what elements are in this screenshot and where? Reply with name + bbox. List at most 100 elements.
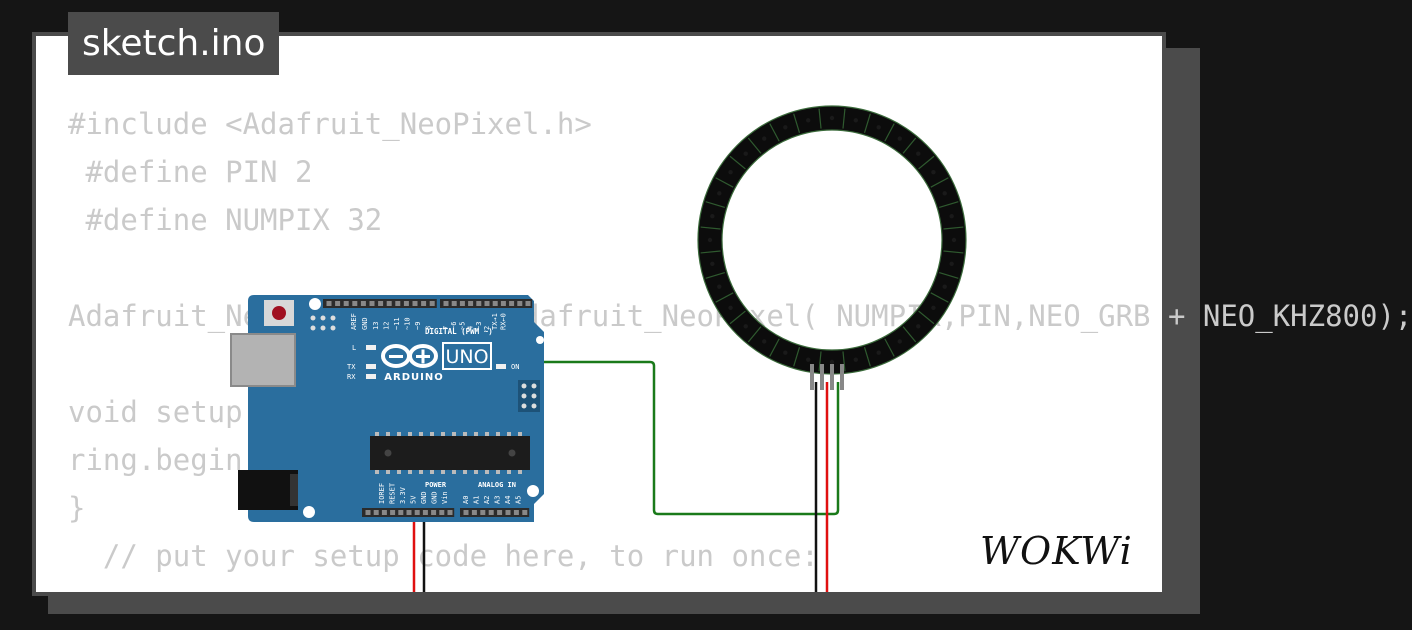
ring-pixel[interactable] bbox=[876, 125, 881, 130]
header-pin[interactable] bbox=[509, 301, 515, 306]
ring-pixel-divider bbox=[700, 250, 721, 254]
header-pin[interactable] bbox=[343, 301, 349, 306]
ring-pixel[interactable] bbox=[728, 305, 733, 310]
header-pin[interactable] bbox=[443, 301, 449, 306]
header-pin[interactable] bbox=[439, 510, 445, 515]
code-line[interactable]: // put your setup code here, to run once… bbox=[68, 539, 819, 573]
code-line[interactable]: #define PIN 2 bbox=[68, 155, 313, 189]
ring-pixel[interactable] bbox=[783, 350, 788, 355]
icsp-header-small bbox=[308, 314, 338, 332]
header-pin[interactable] bbox=[492, 301, 498, 306]
header-pin[interactable] bbox=[476, 301, 482, 306]
header-pin[interactable] bbox=[471, 510, 477, 515]
header-pin[interactable] bbox=[525, 301, 531, 306]
ring-pixel[interactable] bbox=[853, 118, 859, 123]
ring-pixel[interactable] bbox=[743, 324, 748, 329]
ring-pixel-divider bbox=[793, 113, 801, 133]
code-line[interactable]: #include <Adafruit_NeoPixel.h> bbox=[68, 107, 592, 141]
data-wire[interactable] bbox=[498, 305, 840, 516]
header-pin[interactable] bbox=[422, 510, 428, 515]
header-pin[interactable] bbox=[381, 510, 387, 515]
ring-pixel[interactable] bbox=[717, 191, 722, 196]
header-pin[interactable] bbox=[517, 301, 523, 306]
header-pin[interactable] bbox=[513, 510, 519, 515]
header-pin[interactable] bbox=[412, 301, 418, 306]
header-pin[interactable] bbox=[429, 301, 435, 306]
header-pin[interactable] bbox=[463, 510, 469, 515]
ring-pixel[interactable] bbox=[897, 136, 902, 141]
ring-pixel[interactable] bbox=[762, 339, 767, 344]
led-tx-label: TX bbox=[347, 363, 356, 371]
ring-pixel[interactable] bbox=[951, 237, 957, 243]
header-pin[interactable] bbox=[335, 301, 341, 306]
ring-pixel[interactable] bbox=[931, 170, 936, 175]
header-pin[interactable] bbox=[484, 301, 490, 306]
ring-pixel[interactable] bbox=[762, 136, 767, 141]
ring-pixel[interactable] bbox=[710, 261, 715, 267]
ring-pixel-divider bbox=[863, 347, 871, 367]
header-pin[interactable] bbox=[369, 301, 375, 306]
digital-header-left[interactable] bbox=[323, 299, 437, 308]
ring-pixel[interactable] bbox=[717, 284, 722, 289]
ring-pixel[interactable] bbox=[783, 125, 788, 130]
code-line[interactable]: #define NUMPIX 32 bbox=[68, 203, 383, 237]
wokwi-logo[interactable]: WOKWi bbox=[978, 526, 1150, 576]
header-pin[interactable] bbox=[395, 301, 401, 306]
header-pin[interactable] bbox=[352, 301, 358, 306]
ring-pixel[interactable] bbox=[743, 151, 748, 156]
ring-pixel[interactable] bbox=[876, 350, 881, 355]
header-pin[interactable] bbox=[500, 301, 506, 306]
ring-pixel[interactable] bbox=[916, 324, 921, 329]
ring-pixel[interactable] bbox=[949, 261, 954, 267]
header-pin[interactable] bbox=[431, 510, 437, 515]
header-pin[interactable] bbox=[447, 510, 453, 515]
header-pin[interactable] bbox=[373, 510, 379, 515]
analog-header[interactable] bbox=[460, 508, 530, 517]
reset-button-cap[interactable] bbox=[272, 306, 286, 320]
file-tab[interactable]: sketch.ino bbox=[68, 12, 280, 75]
ring-pin bbox=[810, 364, 814, 390]
header-pin[interactable] bbox=[459, 301, 465, 306]
ring-pixel[interactable] bbox=[897, 339, 902, 344]
ring-pixel[interactable] bbox=[942, 284, 947, 289]
ring-pixel[interactable] bbox=[805, 357, 811, 362]
ring-pixel[interactable] bbox=[949, 213, 954, 219]
ring-pixel[interactable] bbox=[707, 237, 713, 243]
icsp-header bbox=[518, 380, 540, 412]
header-pin[interactable] bbox=[360, 301, 366, 306]
header-pin[interactable] bbox=[378, 301, 384, 306]
header-pin[interactable] bbox=[386, 301, 392, 306]
header-pin[interactable] bbox=[468, 301, 474, 306]
ring-pixel[interactable] bbox=[805, 118, 811, 123]
header-pin[interactable] bbox=[403, 301, 409, 306]
ring-pixel[interactable] bbox=[829, 115, 835, 121]
header-pin[interactable] bbox=[505, 510, 511, 515]
ring-pixel[interactable] bbox=[853, 357, 859, 362]
ring-pixel[interactable] bbox=[916, 151, 921, 156]
code-line[interactable]: } bbox=[68, 491, 86, 525]
header-pin[interactable] bbox=[497, 510, 503, 515]
header-pin[interactable] bbox=[365, 510, 371, 515]
ring-pixel[interactable] bbox=[710, 213, 715, 219]
code-editor[interactable]: #include <Adafruit_NeoPixel.h> #define P… bbox=[68, 100, 1412, 580]
ring-pixel[interactable] bbox=[942, 191, 947, 196]
digital-header-right[interactable] bbox=[440, 299, 533, 308]
header-pin[interactable] bbox=[326, 301, 332, 306]
header-pin[interactable] bbox=[414, 510, 420, 515]
ring-pixel[interactable] bbox=[829, 359, 835, 365]
power-pin-label: GND bbox=[431, 491, 439, 504]
power-header[interactable] bbox=[362, 508, 455, 517]
neopixel-ring[interactable] bbox=[697, 105, 967, 390]
header-pin[interactable] bbox=[398, 510, 404, 515]
header-pin[interactable] bbox=[421, 301, 427, 306]
ring-pixel[interactable] bbox=[931, 305, 936, 310]
header-pin[interactable] bbox=[488, 510, 494, 515]
header-pin[interactable] bbox=[390, 510, 396, 515]
ring-pixel[interactable] bbox=[728, 170, 733, 175]
header-pin[interactable] bbox=[406, 510, 412, 515]
header-pin[interactable] bbox=[480, 510, 486, 515]
header-pin[interactable] bbox=[522, 510, 528, 515]
mounting-hole bbox=[527, 485, 539, 497]
header-pin[interactable] bbox=[451, 301, 457, 306]
